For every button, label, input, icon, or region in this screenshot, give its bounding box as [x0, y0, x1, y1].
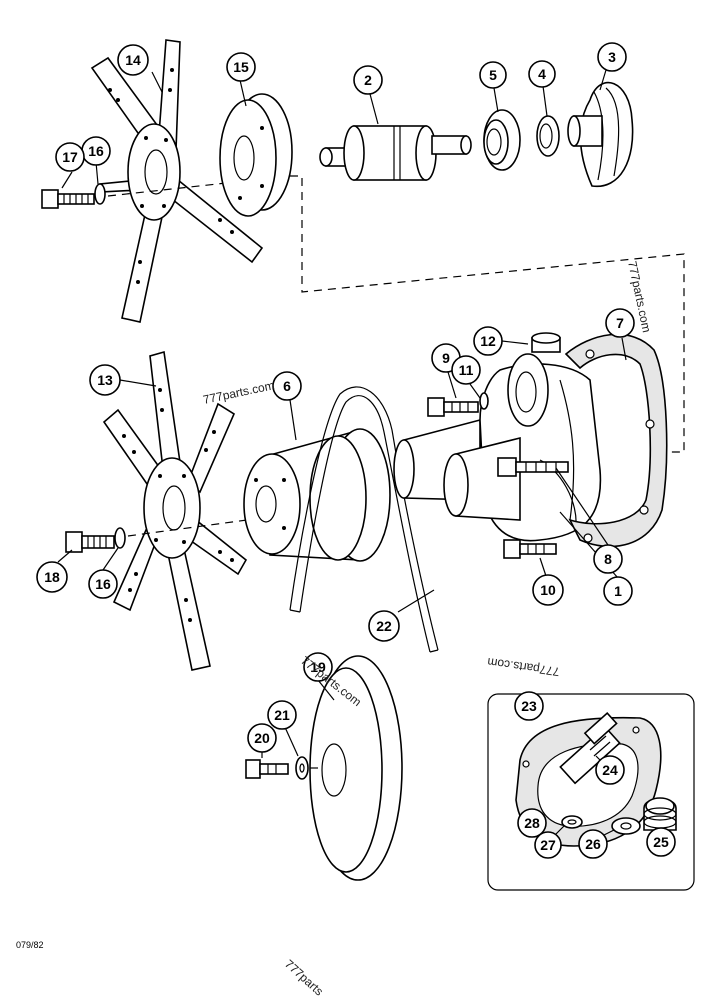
pulley-hub-6 [243, 428, 391, 562]
svg-text:3: 3 [608, 49, 616, 65]
bolt-8 [497, 457, 569, 477]
callout-16-lower: 16 [88, 569, 118, 599]
svg-text:21: 21 [274, 707, 290, 723]
callout-21: 21 [267, 700, 297, 730]
callout-28: 28 [517, 808, 547, 838]
bolt-10 [503, 539, 557, 559]
callout-19: 19 [303, 652, 333, 682]
svg-text:2: 2 [364, 72, 372, 88]
svg-text:12: 12 [480, 333, 496, 349]
svg-text:13: 13 [97, 372, 113, 388]
callout-7: 7 [605, 308, 635, 338]
callout-25: 25 [646, 827, 676, 857]
svg-text:26: 26 [585, 836, 601, 852]
watermark: 777parts.com [202, 378, 276, 407]
svg-text:11: 11 [459, 362, 474, 378]
bolt-9 [427, 397, 479, 417]
svg-text:17: 17 [62, 149, 78, 165]
callout-23: 23 [514, 691, 544, 721]
callout-1: 1 [603, 576, 633, 606]
callout-12: 12 [473, 326, 503, 356]
svg-text:4: 4 [538, 66, 546, 82]
callout-5: 5 [479, 61, 507, 89]
callout-4: 4 [528, 60, 556, 88]
bolt-20 [245, 759, 289, 779]
water-pump-housing-1 [393, 353, 602, 542]
svg-text:1: 1 [614, 583, 622, 599]
svg-text:22: 22 [376, 618, 392, 634]
svg-text:28: 28 [524, 815, 540, 831]
washer-16-lower [114, 527, 126, 549]
svg-text:23: 23 [521, 698, 537, 714]
seal-5 [483, 109, 521, 171]
plug-12 [531, 332, 561, 353]
drawing-reference: 079/82 [16, 940, 44, 950]
washer-16-upper [94, 183, 106, 205]
leader-lines [57, 69, 657, 843]
ring-4 [536, 115, 560, 157]
svg-text:8: 8 [604, 551, 612, 567]
callout-15: 15 [226, 52, 256, 82]
callout-11: 11 [451, 355, 481, 385]
impeller-3 [567, 81, 634, 188]
svg-text:16: 16 [95, 576, 111, 592]
callout-2: 2 [353, 65, 383, 95]
repair-kit-box-23 [487, 693, 695, 891]
watermark: 777parts [282, 957, 326, 999]
svg-text:18: 18 [44, 569, 60, 585]
shaft-bearing-2 [319, 125, 472, 181]
callout-14: 14 [117, 44, 149, 76]
svg-text:7: 7 [616, 315, 624, 331]
callout-6: 6 [272, 371, 302, 401]
bolt-17 [41, 189, 95, 209]
svg-text:14: 14 [125, 52, 141, 68]
watermark: 777parts.com [486, 655, 560, 679]
washer-11 [479, 392, 489, 410]
v-belt-22 [289, 386, 439, 653]
hub-15 [219, 93, 293, 217]
axis-line-upper [107, 175, 291, 197]
callout-13: 13 [89, 364, 121, 396]
lower-fan [102, 350, 248, 671]
callout-18: 18 [36, 561, 68, 593]
callout-24: 24 [595, 755, 625, 785]
callout-3: 3 [597, 42, 627, 72]
svg-text:15: 15 [233, 59, 249, 75]
callout-22: 22 [368, 610, 400, 642]
callout-8: 8 [593, 544, 623, 574]
callout-10: 10 [532, 574, 564, 606]
upper-fan [90, 39, 264, 323]
svg-text:9: 9 [442, 350, 450, 366]
svg-text:27: 27 [540, 837, 556, 853]
svg-text:24: 24 [602, 762, 618, 778]
callout-16-upper: 16 [81, 136, 111, 166]
svg-text:5: 5 [489, 67, 497, 83]
svg-text:10: 10 [540, 582, 556, 598]
callout-17: 17 [55, 142, 85, 172]
bolt-18 [65, 531, 115, 553]
callout-27: 27 [534, 831, 562, 859]
callout-26: 26 [578, 829, 608, 859]
svg-text:25: 25 [653, 834, 669, 850]
svg-text:20: 20 [254, 730, 270, 746]
svg-text:16: 16 [88, 143, 104, 159]
callout-20: 20 [247, 723, 277, 753]
svg-text:6: 6 [283, 378, 291, 394]
crank-pulley-19 [309, 655, 403, 881]
axis-line-lower [127, 517, 263, 537]
gasket-7 [564, 333, 668, 548]
svg-text:19: 19 [310, 659, 326, 675]
